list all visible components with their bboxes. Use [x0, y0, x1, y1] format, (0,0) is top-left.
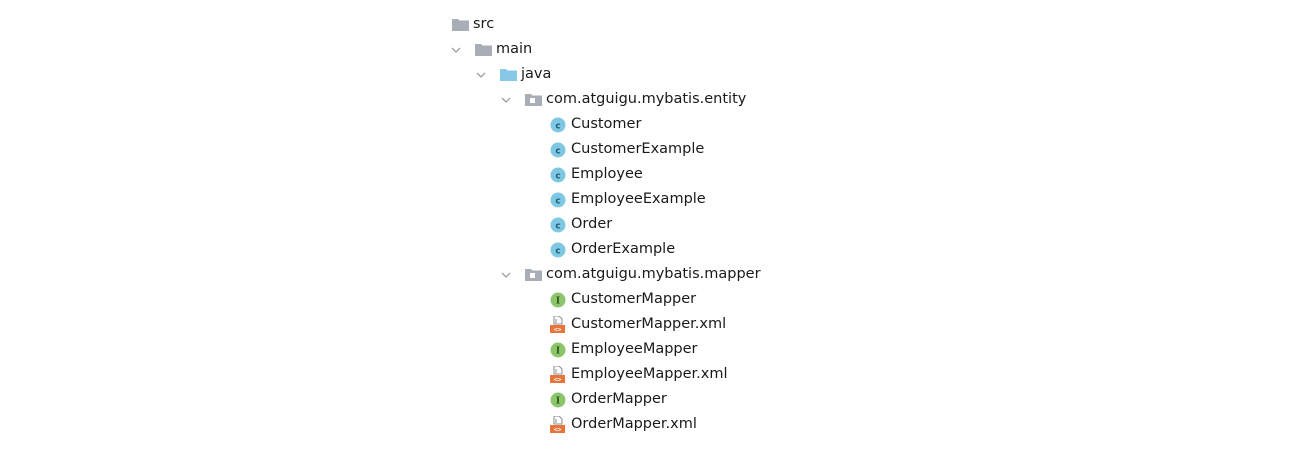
- class-icon: c: [549, 192, 567, 208]
- tree-node-label: OrderMapper: [571, 391, 667, 407]
- tree-node-label: src: [473, 16, 495, 32]
- tree-node-label: Order: [571, 216, 613, 232]
- tree-node-java[interactable]: java: [449, 62, 761, 87]
- class-icon: c: [549, 167, 567, 183]
- tree-node-class[interactable]: c OrderExample: [449, 237, 761, 262]
- xml-file-icon: <>: [549, 416, 567, 433]
- tree-node-src[interactable]: src: [449, 12, 761, 37]
- svg-text:<>: <>: [553, 426, 561, 433]
- tree-node-xml-file[interactable]: <> EmployeeMapper.xml: [449, 362, 761, 387]
- tree-node-label: Employee: [571, 166, 643, 182]
- tree-node-label: OrderMapper.xml: [571, 416, 697, 432]
- tree-node-label: com.atguigu.mybatis.mapper: [546, 266, 761, 282]
- tree-node-label: java: [521, 66, 552, 82]
- class-icon: c: [549, 142, 567, 158]
- interface-icon: I: [549, 392, 567, 408]
- package-icon: [524, 92, 542, 108]
- chevron-down-icon[interactable]: [474, 68, 488, 82]
- chevron-down-icon[interactable]: [499, 93, 513, 107]
- tree-node-package-entity[interactable]: com.atguigu.mybatis.entity: [449, 87, 761, 112]
- class-icon: c: [549, 217, 567, 233]
- tree-node-label: CustomerExample: [571, 141, 705, 157]
- tree-node-interface[interactable]: I OrderMapper: [449, 387, 761, 412]
- tree-node-label: main: [496, 41, 533, 57]
- tree-node-interface[interactable]: I CustomerMapper: [449, 287, 761, 312]
- svg-text:c: c: [555, 146, 560, 156]
- svg-text:I: I: [556, 345, 561, 356]
- tree-node-class[interactable]: c EmployeeExample: [449, 187, 761, 212]
- tree-node-interface[interactable]: I EmployeeMapper: [449, 337, 761, 362]
- class-icon: c: [549, 242, 567, 258]
- svg-text:I: I: [556, 395, 561, 406]
- project-tree: src main java com.atguigu.mybatis.entity: [449, 12, 761, 437]
- folder-icon: [474, 42, 492, 58]
- tree-node-label: Customer: [571, 116, 642, 132]
- svg-text:<>: <>: [553, 376, 561, 383]
- svg-text:c: c: [555, 121, 560, 131]
- tree-node-class[interactable]: c Order: [449, 212, 761, 237]
- chevron-down-icon[interactable]: [499, 268, 513, 282]
- tree-node-class[interactable]: c CustomerExample: [449, 137, 761, 162]
- tree-node-label: CustomerMapper: [571, 291, 697, 307]
- svg-text:<>: <>: [553, 326, 561, 333]
- svg-text:c: c: [555, 246, 560, 256]
- tree-node-label: com.atguigu.mybatis.entity: [546, 91, 747, 107]
- tree-node-class[interactable]: c Employee: [449, 162, 761, 187]
- xml-file-icon: <>: [549, 316, 567, 333]
- source-folder-icon: [499, 67, 517, 83]
- tree-node-package-mapper[interactable]: com.atguigu.mybatis.mapper: [449, 262, 761, 287]
- svg-text:c: c: [555, 196, 560, 206]
- tree-node-label: EmployeeExample: [571, 191, 706, 207]
- tree-node-main[interactable]: main: [449, 37, 761, 62]
- xml-file-icon: <>: [549, 366, 567, 383]
- tree-node-xml-file[interactable]: <> CustomerMapper.xml: [449, 312, 761, 337]
- tree-node-label: CustomerMapper.xml: [571, 316, 727, 332]
- svg-text:c: c: [555, 221, 560, 231]
- class-icon: c: [549, 117, 567, 133]
- tree-node-label: EmployeeMapper.xml: [571, 366, 728, 382]
- tree-node-label: EmployeeMapper: [571, 341, 698, 357]
- chevron-down-icon[interactable]: [449, 43, 463, 57]
- tree-node-class[interactable]: c Customer: [449, 112, 761, 137]
- interface-icon: I: [549, 342, 567, 358]
- svg-text:I: I: [556, 295, 561, 306]
- package-icon: [524, 267, 542, 283]
- folder-icon: [451, 17, 469, 33]
- tree-node-xml-file[interactable]: <> OrderMapper.xml: [449, 412, 761, 437]
- tree-node-label: OrderExample: [571, 241, 676, 257]
- svg-text:c: c: [555, 171, 560, 181]
- interface-icon: I: [549, 292, 567, 308]
